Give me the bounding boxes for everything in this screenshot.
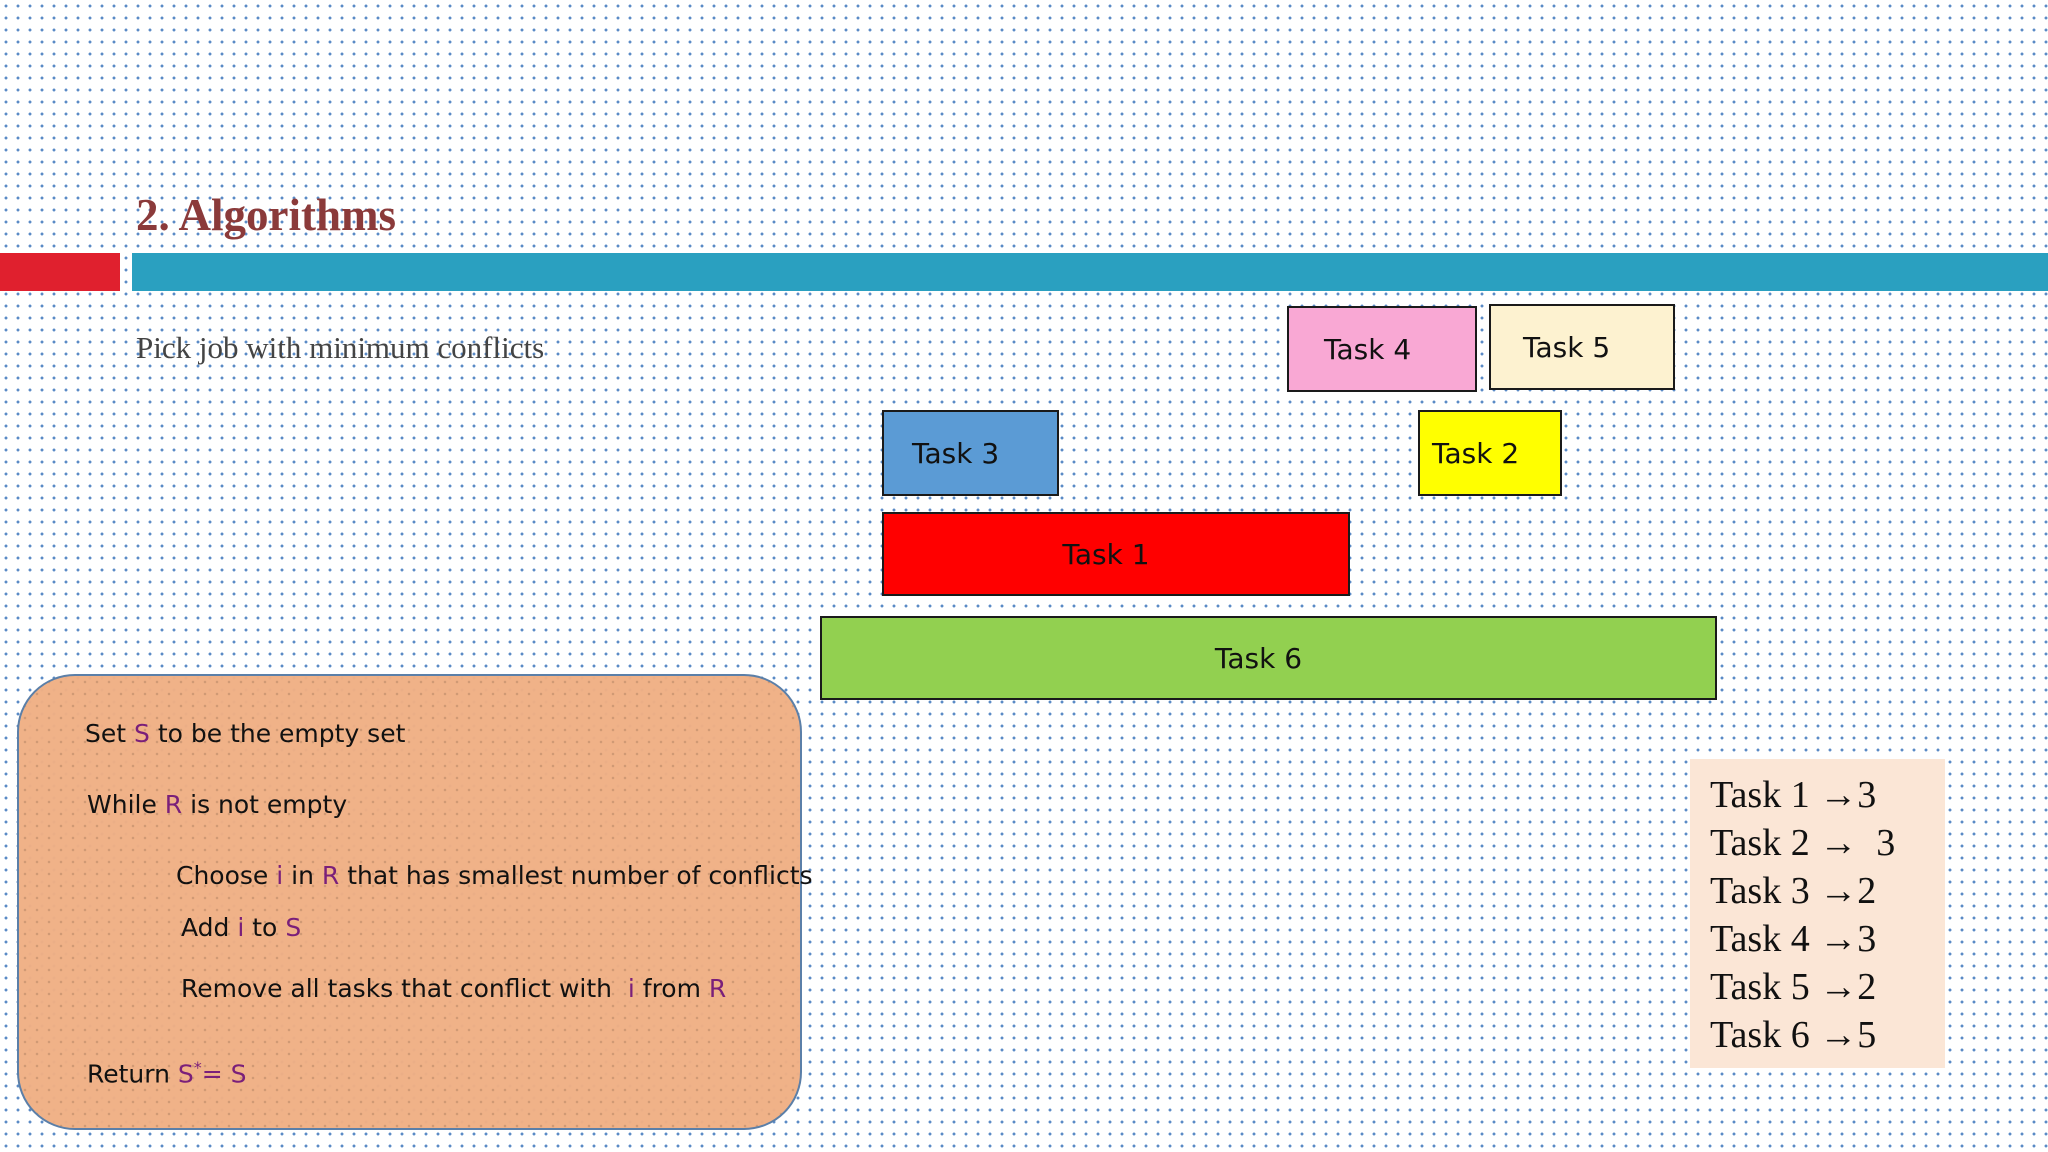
algo-text: that has smallest number of conflicts (339, 861, 813, 890)
task-3-block: Task 3 (882, 410, 1059, 496)
var-i: i (627, 974, 635, 1003)
var-i: i (237, 913, 245, 942)
algo-line-choose: Choose i in R that has smallest number o… (176, 859, 813, 893)
algo-line-init: Set S to be the empty set (85, 717, 405, 751)
algo-text: Choose (176, 861, 277, 890)
title-accent-bar-teal (132, 253, 2048, 291)
algo-line-return: Return S*= S (87, 1051, 247, 1091)
algo-line-while: While R is not empty (87, 788, 347, 822)
var-star: * (193, 1058, 202, 1077)
task-6-label: Task 6 (1214, 641, 1303, 675)
task-4-label: Task 4 (1324, 332, 1412, 366)
task-2-label: Task 2 (1432, 436, 1520, 470)
var-R: R (321, 861, 340, 890)
conflict-count-box: Task 1 →3 Task 2 → 3 Task 3 →2 Task 4 →3… (1690, 759, 1945, 1068)
algorithm-box: Set S to be the empty set While R is not… (17, 674, 813, 1130)
conflict-count-item: Task 6 →5 (1710, 1014, 1877, 1056)
algo-line-add: Add i to S (181, 911, 301, 945)
task-2-block: Task 2 (1418, 410, 1562, 496)
algo-text: to be the empty set (149, 719, 406, 748)
var-R: R (708, 974, 727, 1003)
var-R: R (164, 790, 183, 819)
conflict-count-item: Task 5 →2 (1710, 966, 1877, 1008)
algo-text: to (244, 913, 286, 942)
conflict-count-item: Task 3 →2 (1710, 870, 1877, 912)
task-1-block: Task 1 (882, 512, 1350, 596)
task-5-label: Task 5 (1523, 330, 1611, 364)
task-3-label: Task 3 (912, 436, 1000, 470)
conflict-count-item: Task 4 →3 (1710, 918, 1877, 960)
task-6-block: Task 6 (820, 616, 1717, 700)
title-accent-bar-red (0, 253, 120, 291)
conflict-count-item: Task 1 →3 (1710, 774, 1877, 816)
var-S: S (177, 1059, 194, 1089)
task-5-block: Task 5 (1489, 304, 1675, 390)
slide-subtitle: Pick job with minimum conflicts (136, 330, 545, 365)
var-S: S (134, 719, 150, 748)
algo-line-remove: Remove all tasks that conflict with i fr… (181, 972, 726, 1006)
algo-text: While (87, 790, 165, 819)
task-4-block: Task 4 (1287, 306, 1477, 392)
algo-text: Add (181, 913, 238, 942)
algo-text: in (283, 861, 322, 890)
conflict-count-item: Task 2 → 3 (1710, 822, 1896, 864)
algo-text: is not empty (182, 790, 348, 819)
var-i: i (276, 861, 284, 890)
algo-text: = S (201, 1059, 247, 1089)
algo-text: from (634, 974, 709, 1003)
task-1-label: Task 1 (1062, 537, 1150, 571)
algo-text: Set (85, 719, 134, 748)
slide-title: 2. Algorithms (136, 190, 397, 240)
algo-text: Return (87, 1059, 178, 1089)
algo-text: Remove all tasks that conflict with (181, 974, 628, 1003)
var-S: S (285, 913, 302, 942)
